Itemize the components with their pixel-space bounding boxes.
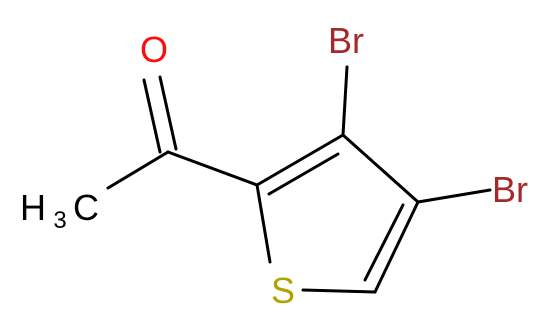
bond-c4-br xyxy=(416,188,492,204)
bond-carbonyl-c2 xyxy=(166,150,259,187)
bond-c4-c5 xyxy=(373,200,420,294)
bond-carbonyl-oxygen-2 xyxy=(142,78,162,154)
bond-c2-c3 xyxy=(255,133,345,187)
methyl-subscript-label: 3 xyxy=(53,207,66,234)
bond-c2-c3-inner xyxy=(267,152,340,196)
bond-carbonyl-oxygen-1 xyxy=(158,75,178,151)
bond-c3-c4 xyxy=(341,133,420,204)
bromine-label-c4: Br xyxy=(492,169,528,210)
bromine-label-c3: Br xyxy=(328,20,364,61)
bond-c3-br xyxy=(341,65,349,137)
bond-c4-c5-inner xyxy=(363,203,405,282)
bond-methyl-carbonyl xyxy=(106,150,170,190)
methyl-carbon-label: C xyxy=(73,187,99,228)
methyl-hydrogen-label: H xyxy=(20,187,46,228)
bond-s-c2 xyxy=(255,183,272,264)
sulfur-label: S xyxy=(271,270,295,311)
bond-c5-s xyxy=(301,288,377,294)
oxygen-label: O xyxy=(140,29,168,70)
